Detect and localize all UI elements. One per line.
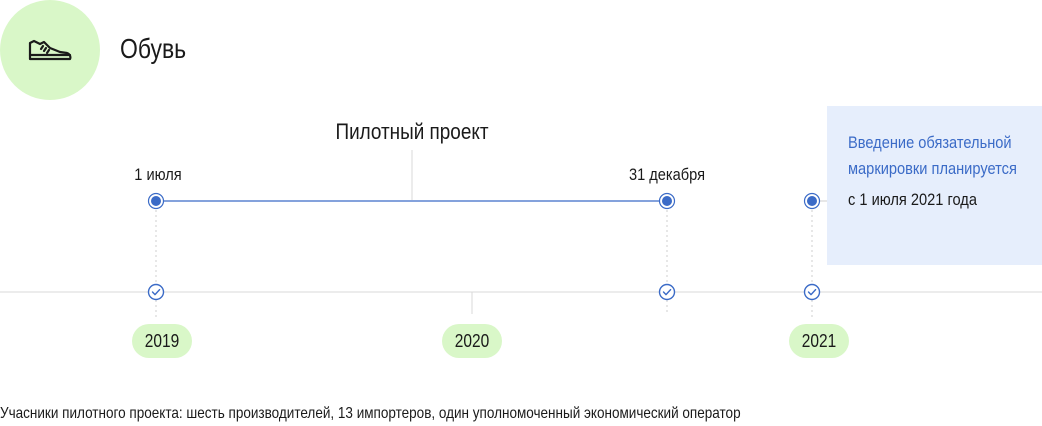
info-date-line: с 1 июля 2021 года <box>848 190 977 209</box>
check-icon <box>803 283 821 301</box>
pilot-end-date: 31 декабря <box>628 165 706 184</box>
year-label: 2019 <box>144 331 180 351</box>
info-text-line: Введение обязательной <box>848 133 1012 152</box>
check-icon <box>147 283 165 301</box>
pilot-start-date: 1 июля <box>134 165 182 184</box>
info-box <box>827 106 1042 265</box>
year-label: 2020 <box>454 331 490 351</box>
page-title: Обувь <box>120 33 187 64</box>
shoe-icon <box>28 39 72 61</box>
pilot-project-title: Пилотный проект <box>335 119 489 144</box>
milestone-dot-end <box>658 192 676 210</box>
check-icon <box>658 283 676 301</box>
year-badge-2019: 2019 <box>132 324 192 358</box>
year-badge-2021: 2021 <box>789 324 849 358</box>
info-text-line: маркировки планируется <box>848 159 1017 178</box>
year-label: 2021 <box>801 331 837 351</box>
milestone-dot-start <box>147 192 165 210</box>
participants-footnote: Учасники пилотного проекта: шесть произв… <box>0 405 741 422</box>
milestone-dot-2021 <box>803 192 821 210</box>
year-badge-2020: 2020 <box>442 324 502 358</box>
category-badge <box>0 0 100 100</box>
